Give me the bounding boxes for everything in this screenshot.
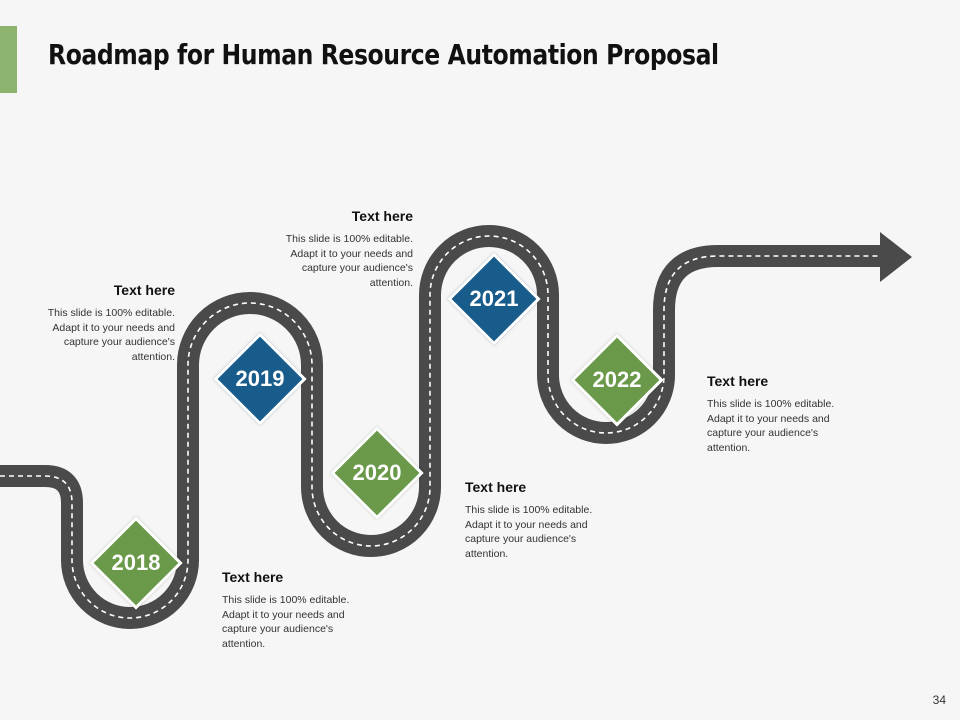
- milestone-year: 2020: [352, 460, 402, 485]
- text-block-body: This slide is 100% editable. Adapt it to…: [285, 233, 413, 289]
- road-arrow-head: [880, 232, 912, 282]
- text-block-2022: Text here This slide is 100% editable. A…: [707, 373, 842, 455]
- text-block-2021: Text here This slide is 100% editable. A…: [278, 208, 413, 290]
- milestone-year: 2018: [111, 550, 161, 575]
- text-block-heading: Text here: [222, 569, 284, 585]
- text-block-body: This slide is 100% editable. Adapt it to…: [47, 307, 175, 363]
- milestone-2021: 2021: [447, 252, 541, 346]
- milestone-year: 2019: [235, 366, 285, 391]
- text-block-body: This slide is 100% editable. Adapt it to…: [465, 504, 593, 560]
- milestone-2020: 2020: [330, 426, 424, 520]
- text-block-heading: Text here: [707, 373, 769, 389]
- accent-bar: [0, 26, 17, 93]
- text-block-heading: Text here: [465, 479, 527, 495]
- text-block-heading: Text here: [113, 282, 175, 298]
- text-block-body: This slide is 100% editable. Adapt it to…: [707, 398, 835, 454]
- text-block-heading: Text here: [351, 208, 413, 224]
- milestone-2022: 2022: [570, 333, 664, 427]
- milestone-year: 2022: [592, 367, 642, 392]
- text-block-body: This slide is 100% editable. Adapt it to…: [222, 594, 350, 650]
- milestone-year: 2021: [469, 286, 519, 311]
- slide-title: Roadmap for Human Resource Automation Pr…: [48, 38, 719, 71]
- text-block-2019: Text here This slide is 100% editable. A…: [40, 282, 175, 364]
- text-block-2018: Text here This slide is 100% editable. A…: [222, 569, 357, 651]
- page-number: 34: [932, 693, 946, 707]
- milestone-2018: 2018: [89, 516, 183, 610]
- text-block-2020: Text here This slide is 100% editable. A…: [465, 479, 600, 561]
- road-path: [0, 225, 884, 629]
- milestone-2019: 2019: [213, 332, 307, 426]
